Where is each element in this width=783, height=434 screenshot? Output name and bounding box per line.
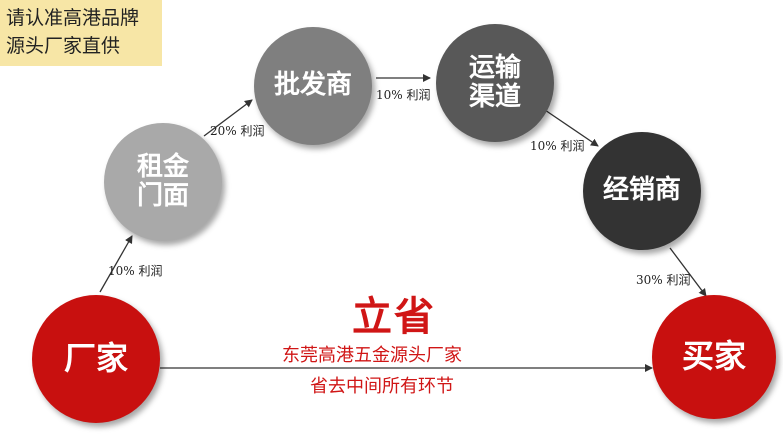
banner-line-1: 请认准高港品牌 xyxy=(6,7,140,29)
brand-banner: 请认准高港品牌 源头厂家直供 xyxy=(0,0,162,66)
node-rental-line-2: 门面 xyxy=(136,181,189,211)
node-wholesaler: 批发商 xyxy=(254,27,372,145)
node-distributor-label: 经销商 xyxy=(602,175,681,206)
node-rental-line-1: 租金 xyxy=(136,151,189,182)
node-distributor: 经销商 xyxy=(583,132,701,250)
node-factory: 厂家 xyxy=(32,295,160,423)
node-buyer: 买家 xyxy=(652,295,776,419)
margin-label-factory-to-rental: 10% 利润 xyxy=(108,264,163,278)
margin-label-distributor-to-buyer: 30% 利润 xyxy=(636,273,691,287)
margin-label-rental-to-wholesaler: 20% 利润 xyxy=(210,124,265,138)
banner-line-2: 源头厂家直供 xyxy=(6,35,121,57)
node-transport: 运输 渠道 xyxy=(436,24,554,142)
savings-headline: 立省 xyxy=(352,294,436,340)
node-buyer-label: 买家 xyxy=(681,337,746,376)
node-wholesaler-label: 批发商 xyxy=(273,70,352,101)
node-transport-line-1: 运输 xyxy=(468,52,521,83)
arrow-factory-to-rental xyxy=(99,235,133,293)
node-transport-line-2: 渠道 xyxy=(468,82,521,112)
node-rental: 租金 门面 xyxy=(104,123,222,241)
arrow-distributor-to-buyer xyxy=(669,247,707,297)
savings-line-2: 省去中间所有环节 xyxy=(310,376,454,397)
arrow-rental-to-wholesaler xyxy=(203,99,253,137)
node-factory-label: 厂家 xyxy=(63,339,128,378)
arrow-transport-to-distributor xyxy=(541,107,599,147)
margin-label-wholesaler-to-transport: 10% 利润 xyxy=(376,88,431,102)
savings-line-1: 东莞高港五金源头厂家 xyxy=(282,345,462,366)
margin-label-transport-to-distributor: 10% 利润 xyxy=(530,139,585,153)
